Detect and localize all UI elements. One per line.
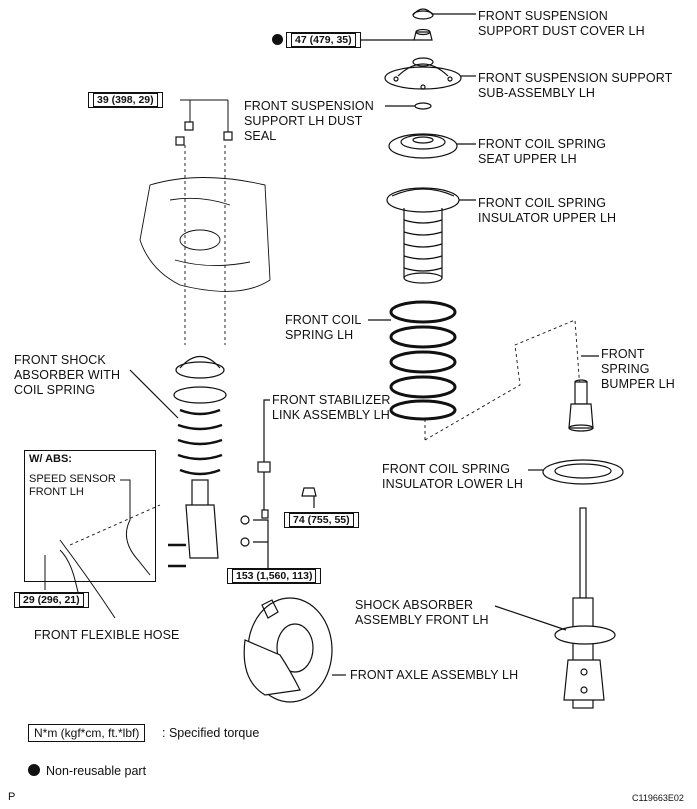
legend-unit-box: N*m (kgf*cm, ft.*lbf) xyxy=(28,724,146,742)
insulator-upper-part xyxy=(386,187,460,284)
label-spring-seat-upper: FRONT COIL SPRING SEAT UPPER LH xyxy=(478,137,607,166)
legend-non-reusable-text: Non-reusable part xyxy=(46,764,147,778)
label-insulator-upper: FRONT COIL SPRING INSULATOR UPPER LH xyxy=(478,196,617,225)
non-reusable-marker xyxy=(272,34,283,45)
figure-code: C119663E02 xyxy=(632,793,684,803)
front-axle-part xyxy=(243,597,333,703)
stabilizer-link-part xyxy=(257,461,317,519)
dust-seal-part xyxy=(414,102,432,110)
legend-unit-text: : Specified torque xyxy=(162,726,260,740)
torque-29: 29 (296, 21) xyxy=(14,592,89,608)
support-nut-part xyxy=(413,28,433,41)
abs-title: W/ ABS: xyxy=(29,453,72,465)
knuckle-bolts xyxy=(168,515,250,568)
body-panel-part xyxy=(139,177,271,292)
label-insulator-lower: FRONT COIL SPRING INSULATOR LOWER LH xyxy=(382,462,523,491)
dust-cover-part xyxy=(412,8,434,20)
label-shock-with-spring: FRONT SHOCK ABSORBER WITH COIL SPRING xyxy=(14,353,121,397)
torque-39: 39 (398, 29) xyxy=(88,92,163,108)
label-front-axle-assembly: FRONT AXLE ASSEMBLY LH xyxy=(350,668,519,682)
spring-bumper-part xyxy=(568,379,594,432)
shock-absorber-part xyxy=(554,507,616,709)
label-dust-seal: FRONT SUSPENSION SUPPORT LH DUST SEAL xyxy=(244,99,374,143)
legend-non-reusable-dot xyxy=(28,764,40,776)
label-dust-cover: FRONT SUSPENSION SUPPORT DUST COVER LH xyxy=(478,9,645,38)
spring-seat-upper-part xyxy=(388,133,458,159)
label-flexible-hose: FRONT FLEXIBLE HOSE xyxy=(34,628,180,642)
label-shock-absorber-assembly: SHOCK ABSORBER ASSEMBLY FRONT LH xyxy=(355,598,489,627)
label-support-sub-assembly: FRONT SUSPENSION SUPPORT SUB-ASSEMBLY LH xyxy=(478,71,673,100)
label-spring-bumper: FRONT SPRING BUMPER LH xyxy=(601,347,675,391)
insulator-lower-part xyxy=(542,459,624,485)
label-coil-spring: FRONT COIL SPRING LH xyxy=(285,313,362,342)
abs-inset-box: W/ ABS: SPEED SENSOR FRONT LH xyxy=(24,450,156,582)
torque-47: 47 (479, 35) xyxy=(286,32,361,48)
strut-mount-nuts xyxy=(175,121,233,146)
label-stabilizer-link: FRONT STABILIZER LINK ASSEMBLY LH xyxy=(272,393,391,422)
assembled-strut-part xyxy=(173,355,227,559)
label-speed-sensor: SPEED SENSOR FRONT LH xyxy=(29,473,116,498)
support-sub-assembly-part xyxy=(384,57,462,90)
torque-74: 74 (755, 55) xyxy=(284,512,359,528)
torque-153: 153 (1,560, 113) xyxy=(227,568,322,584)
corner-mark-left: P xyxy=(8,791,16,803)
coil-spring-part xyxy=(389,300,457,421)
